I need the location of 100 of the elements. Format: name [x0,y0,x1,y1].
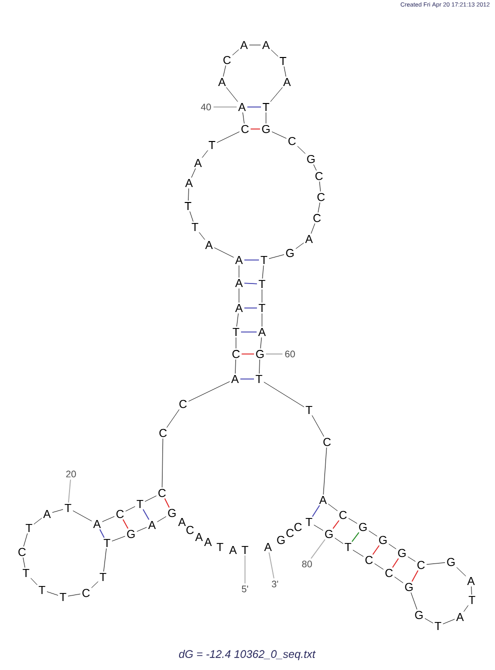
backbone-line [297,146,306,154]
nucleotide-letter: G [447,558,455,566]
nucleotide-letter: C [232,350,240,358]
nucleotide-letter: A [194,159,202,167]
backbone-line [136,527,147,532]
backbone-line [34,518,42,524]
nucleotide-letter: T [232,328,240,336]
nucleotide-letter: T [468,596,476,604]
base-pair-line [412,570,418,582]
nucleotide-letter: C [159,428,167,438]
backbone-line [68,594,81,596]
backbone-line [232,49,240,56]
backbone-line [258,359,260,374]
backbone-line [102,516,115,522]
nucleotide-letter: C [339,510,347,520]
nucleotide-letter: T [256,375,262,383]
nucleotide-letter: A [148,521,156,529]
nucleotide-letter: G [307,154,315,164]
position-number: 5' [242,586,248,592]
nucleotide-letter: T [60,593,66,601]
backbone-line [464,605,468,612]
backbone-line [424,618,434,624]
nucleotide-letter: A [204,538,212,546]
backbone-line [46,591,58,596]
nucleotide-letter: C [179,400,187,408]
base-pair-line [122,519,128,529]
backbone-line [319,181,321,192]
backbone-line [157,516,166,522]
backbone-line [456,567,466,576]
backbone-line [191,168,196,178]
nucleotide-letter: T [242,546,248,554]
backbone-line [125,506,136,512]
nucleotide-letter: T [216,543,224,551]
nucleotide-letter: G [398,548,406,558]
backbone-line [313,164,317,171]
nucleotide-letter: T [306,406,312,414]
position-number: 3' [272,580,278,588]
backbone-line [234,359,236,374]
nucleotide-letter: A [305,235,313,243]
nucleotide-letter: A [319,496,327,504]
nucleotide-letter: T [26,524,32,532]
nucleotide-letter: G [379,536,387,544]
nucleotide-letter: A [240,41,248,49]
nucleotide-letter: G [405,582,413,592]
nucleotide-letter: T [208,141,216,149]
nucleotide-letter: A [456,613,464,621]
nucleotide-letter: A [43,510,51,518]
nucleotide-letter: T [306,518,312,526]
leader-line [310,539,326,559]
nucleotide-letter: A [262,41,270,49]
backbone-line [318,202,320,213]
backbone-line [226,87,238,102]
backbone-line [314,524,324,531]
backbone-line [144,496,157,502]
backbone-line [202,150,208,158]
backbone-line [260,337,262,349]
nucleotide-letter: C [223,56,231,64]
backbone-line [310,223,316,234]
position-number: 80 [302,560,312,568]
backbone-line [190,211,194,222]
nucleotide-letter: G [127,530,135,538]
nucleotide-letter: C [385,568,393,578]
nucleotide-letter: C [315,172,323,180]
backbone-line [112,536,126,542]
nucleotide-letter: T [184,202,192,210]
nucleotide-letter: T [258,280,266,288]
backbone-line [284,66,286,77]
backbone-line [442,618,455,624]
backbone-line [166,409,180,428]
position-number: 40 [200,104,211,110]
nucleotide-letter: A [283,78,291,86]
nucleotide-letter: A [218,78,226,86]
nucleotide-letter: T [262,103,270,111]
backbone-line [471,586,472,595]
nucleotide-letter: C [323,438,331,446]
backbone-line [91,581,98,588]
nucleotide-letter: T [38,586,46,594]
nucleotide-letter: C [317,192,325,202]
backbone-line [408,556,416,562]
backbone-line [352,550,364,557]
backbone-line [238,265,240,278]
backbone-line [270,50,278,57]
nucleotide-letter: C [82,588,90,598]
nucleotide-letter: G [168,508,176,518]
base-pair-line [372,545,380,555]
nucleotide-letter: A [205,241,213,249]
nucleotide-letter: A [467,577,475,585]
nucleotide-letter: T [344,543,352,551]
leader-line [213,106,238,108]
position-number: 20 [66,470,76,478]
base-pair-line [240,378,254,380]
nucleotide-letter: T [136,500,144,508]
nucleotide-letter: G [262,124,270,134]
base-pair-line [142,508,150,520]
nucleotide-letter: A [195,533,203,541]
backbone-line [328,504,338,512]
base-pair-line [352,532,360,542]
base-pair-line [312,504,320,518]
nucleotide-letter: A [231,375,239,383]
nucleotide-letter: G [286,248,294,258]
